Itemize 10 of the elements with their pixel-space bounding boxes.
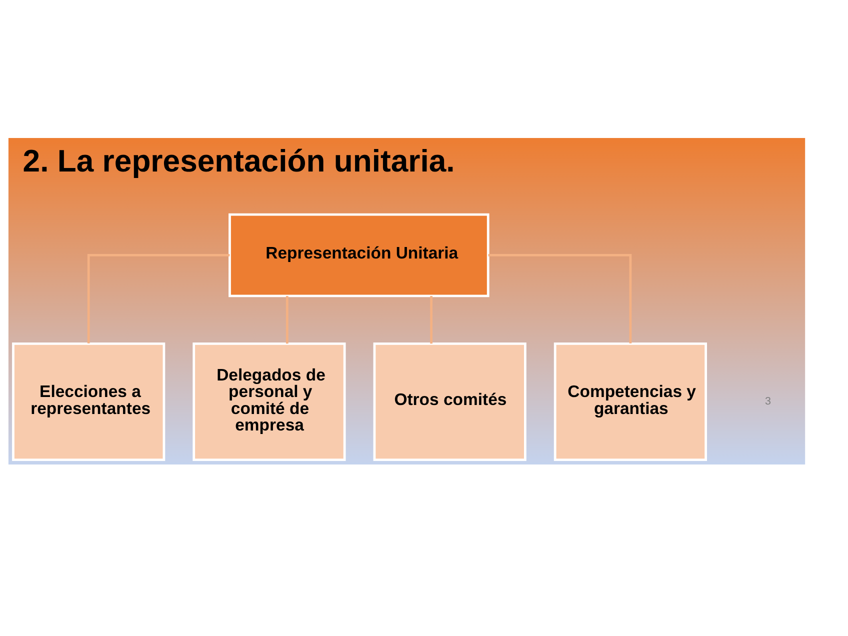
node-box: Delegados de personal y comité de empresa <box>192 342 346 460</box>
connector <box>430 296 432 344</box>
node-box: Otros comités <box>373 342 526 460</box>
node-box: Elecciones a representantes <box>12 342 166 460</box>
node-box: Representación Unitaria <box>228 212 490 297</box>
node-box: Competencias y garantias <box>554 342 708 460</box>
connector <box>87 254 230 343</box>
label: 3 <box>765 394 772 407</box>
connector <box>488 254 632 343</box>
diagram-title: 2. La representación unitaria. <box>22 142 455 178</box>
